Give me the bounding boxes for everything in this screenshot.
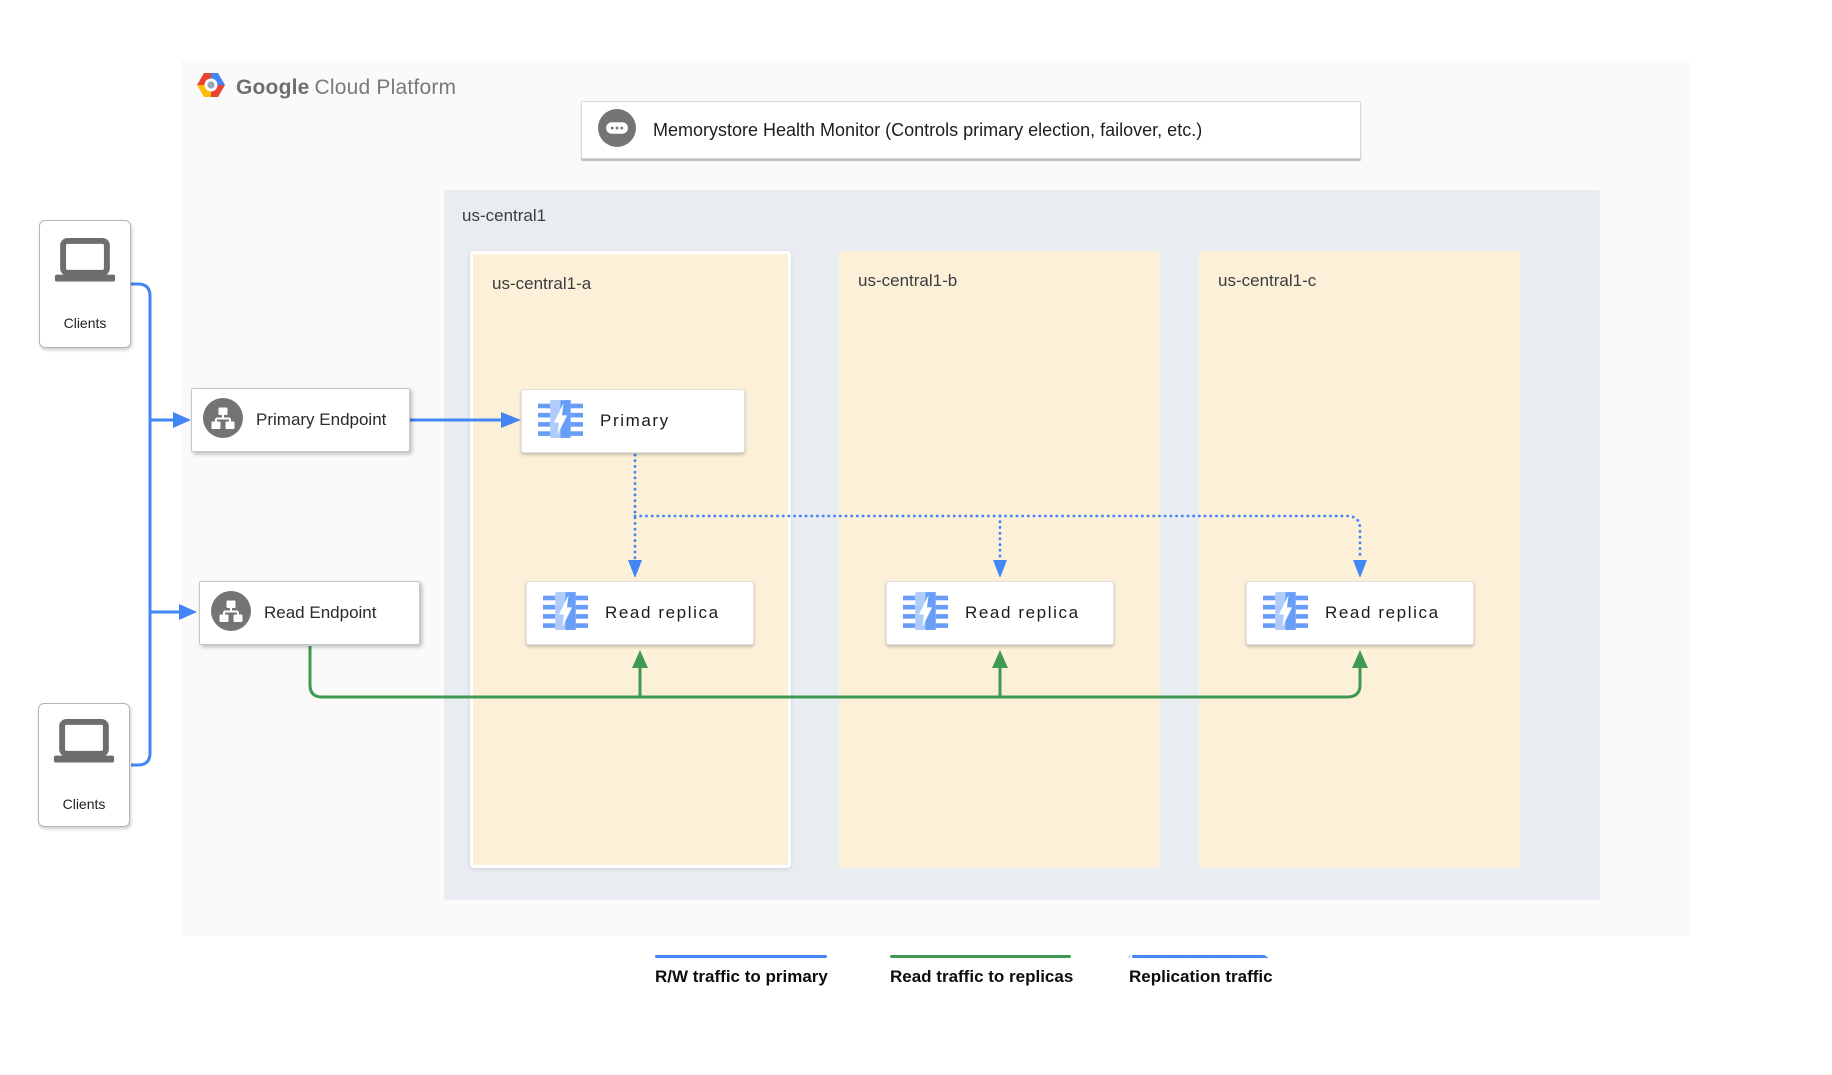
- clients-label: Clients: [62, 796, 106, 812]
- brand-cloud-platform: Cloud Platform: [314, 75, 457, 99]
- legend-label: R/W traffic to primary: [655, 967, 828, 986]
- primary-endpoint-label: Primary Endpoint: [256, 410, 387, 429]
- legend-line-blue-dotted: [1129, 955, 1268, 958]
- read-replica-label: Read replica: [605, 603, 720, 622]
- laptop-icon: [54, 237, 116, 289]
- clients-box-top: Clients: [39, 220, 131, 348]
- health-monitor-box: Memorystore Health Monitor (Controls pri…: [581, 101, 1361, 159]
- legend-replication-traffic: Replication traffic: [1129, 955, 1273, 987]
- network-sitemap-icon: [211, 590, 251, 636]
- read-replica-node-b: Read replica: [886, 581, 1114, 645]
- zone-us-central1-b: us-central1-b: [839, 251, 1160, 868]
- health-monitor-label: Memorystore Health Monitor (Controls pri…: [653, 119, 1203, 140]
- zone-label: us-central1-b: [858, 271, 958, 290]
- legend-rw-traffic: R/W traffic to primary: [655, 955, 828, 987]
- legend-read-traffic: Read traffic to replicas: [890, 955, 1073, 987]
- region-us-central1: us-central1 us-central1-a us-central1-b …: [444, 190, 1600, 900]
- memorystore-chip-icon: [1263, 588, 1308, 638]
- memorystore-chip-icon: [538, 396, 583, 446]
- brand-google: Google: [236, 75, 310, 99]
- memorystore-chip-icon: [903, 588, 948, 638]
- laptop-icon: [53, 718, 115, 770]
- zone-label: us-central1-c: [1218, 271, 1317, 290]
- chat-dots-icon: [598, 108, 636, 152]
- primary-node: Primary: [521, 389, 745, 453]
- memorystore-chip-icon: [543, 588, 588, 638]
- clients-label: Clients: [63, 315, 107, 331]
- read-replica-node-c: Read replica: [1246, 581, 1474, 645]
- legend-line-blue-solid: [655, 955, 827, 958]
- zone-label: us-central1-a: [492, 274, 592, 293]
- legend-label: Read traffic to replicas: [890, 967, 1074, 986]
- read-replica-node-a: Read replica: [526, 581, 754, 645]
- network-sitemap-icon: [203, 397, 243, 443]
- read-replica-label: Read replica: [1325, 603, 1440, 622]
- region-label: us-central1: [462, 206, 547, 225]
- read-endpoint-label: Read Endpoint: [264, 603, 377, 622]
- gcp-logo-icon: [196, 72, 226, 103]
- legend-line-green-solid: [890, 955, 1071, 958]
- read-replica-label: Read replica: [965, 603, 1080, 622]
- primary-node-label: Primary: [600, 411, 670, 430]
- read-endpoint-box: Read Endpoint: [199, 581, 420, 645]
- primary-endpoint-box: Primary Endpoint: [191, 388, 410, 452]
- legend-label: Replication traffic: [1129, 967, 1273, 986]
- zone-us-central1-a: us-central1-a: [470, 251, 791, 868]
- zone-us-central1-c: us-central1-c: [1199, 251, 1520, 868]
- clients-box-bottom: Clients: [38, 703, 130, 827]
